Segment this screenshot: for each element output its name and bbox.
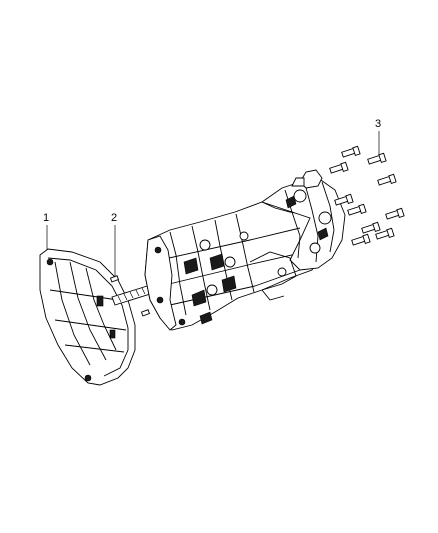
bolt [334, 193, 354, 206]
bolt-set [329, 145, 405, 246]
svg-text:3: 3 [375, 118, 381, 130]
bolt [361, 221, 381, 234]
dowel-pin-lower [140, 309, 151, 317]
bolt [377, 173, 397, 186]
callout-3[interactable]: 3 [375, 118, 381, 155]
bolt [385, 207, 405, 220]
transmission-case [144, 201, 323, 331]
svg-text:2: 2 [111, 212, 117, 224]
dowel-pin-upper [109, 275, 120, 283]
callout-2[interactable]: 2 [111, 212, 117, 276]
svg-text:1: 1 [43, 212, 49, 224]
callout-1[interactable]: 1 [43, 212, 49, 250]
extension-housing [249, 169, 346, 301]
bolt [351, 233, 371, 246]
bolt [329, 161, 349, 174]
bolt [347, 203, 367, 216]
bell-housing [39, 248, 136, 386]
bolt [375, 227, 395, 240]
bolt [367, 152, 387, 165]
bolt [341, 145, 361, 158]
